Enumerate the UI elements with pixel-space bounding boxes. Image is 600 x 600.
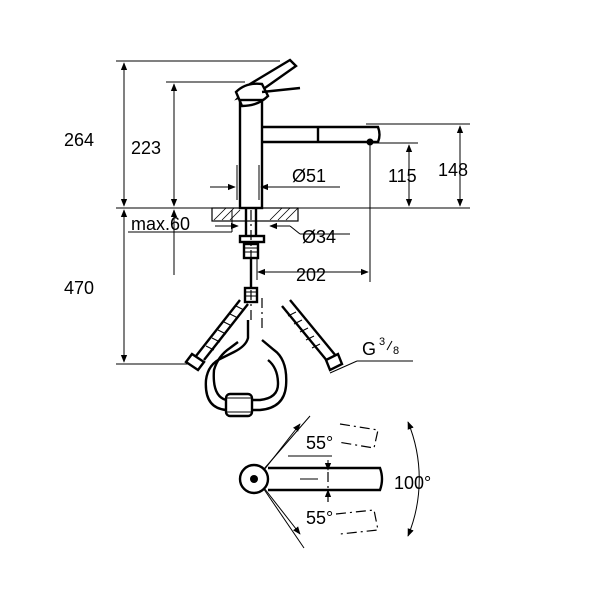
plan-view <box>238 415 420 549</box>
spout-top-view <box>238 463 384 495</box>
dim-body-diameter: Ø51 <box>292 166 326 186</box>
hose-weight <box>224 392 254 418</box>
angle-total: 100° <box>394 473 431 493</box>
dim-reach: 202 <box>296 265 326 285</box>
angle-upper: 55° <box>306 433 333 453</box>
pull-out-hose-loop <box>204 320 288 418</box>
dim-outlet-top-height: 148 <box>438 160 468 180</box>
svg-text:G: G <box>362 339 376 359</box>
supply-hose-left <box>184 299 249 372</box>
svg-text:8: 8 <box>393 345 399 357</box>
dim-total-height: 264 <box>64 130 94 150</box>
dim-max-deck: max.60 <box>131 214 190 234</box>
dim-spout-height: 223 <box>131 138 161 158</box>
dim-outlet-height: 115 <box>388 166 417 186</box>
dim-hole-diameter: Ø34 <box>302 227 336 247</box>
angle-lower: 55° <box>306 508 333 528</box>
dimension-labels: 264 223 Ø51 115 148 max.60 Ø34 202 470 G… <box>64 130 468 528</box>
mounting-shank <box>238 208 266 304</box>
svg-text:3: 3 <box>379 336 385 348</box>
supply-hose-right <box>281 299 344 372</box>
dimension-lines <box>120 62 464 374</box>
spout <box>262 125 381 144</box>
dim-below-deck: 470 <box>64 278 94 298</box>
thread-size-label: G 3 8 <box>362 336 399 359</box>
faucet-elevation <box>184 58 381 418</box>
